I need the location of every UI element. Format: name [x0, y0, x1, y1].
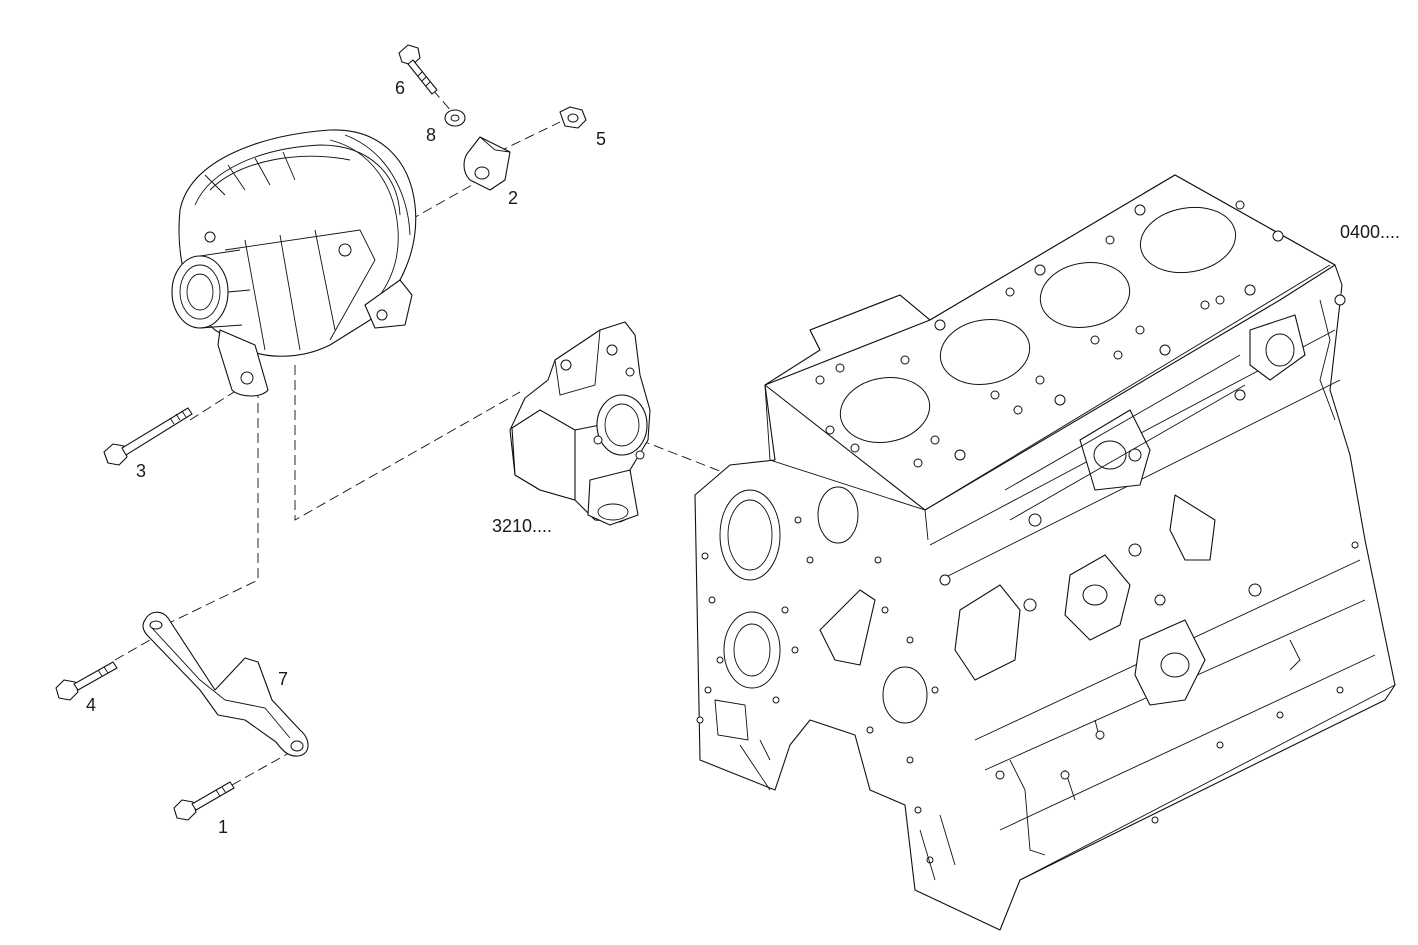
label-part-4: 4 [86, 695, 96, 715]
part-labels: 1 2 3 4 5 6 7 8 3210.... 0400.... [86, 78, 1400, 837]
nut-part-5 [559, 106, 587, 129]
nut-part-8 [444, 109, 466, 127]
label-part-8: 8 [426, 125, 436, 145]
bracket-part-7 [142, 611, 309, 757]
engine-block [694, 174, 1396, 931]
label-part-1: 1 [218, 817, 228, 837]
spacer-part-2 [463, 136, 511, 191]
bolt-part-1 [173, 781, 235, 821]
water-pump-housing [509, 321, 651, 526]
label-part-3: 3 [136, 461, 146, 481]
bolt-part-4 [55, 661, 118, 701]
label-part-5: 5 [596, 129, 606, 149]
alternator [171, 129, 417, 397]
bolt-part-6 [398, 44, 438, 95]
leader-lines [114, 89, 731, 786]
label-part-6: 6 [395, 78, 405, 98]
label-part-7: 7 [278, 669, 288, 689]
label-ref-engine-block: 0400.... [1340, 222, 1400, 242]
label-part-2: 2 [508, 188, 518, 208]
bolt-part-3 [103, 407, 193, 466]
label-ref-water-pump: 3210.... [492, 516, 552, 536]
